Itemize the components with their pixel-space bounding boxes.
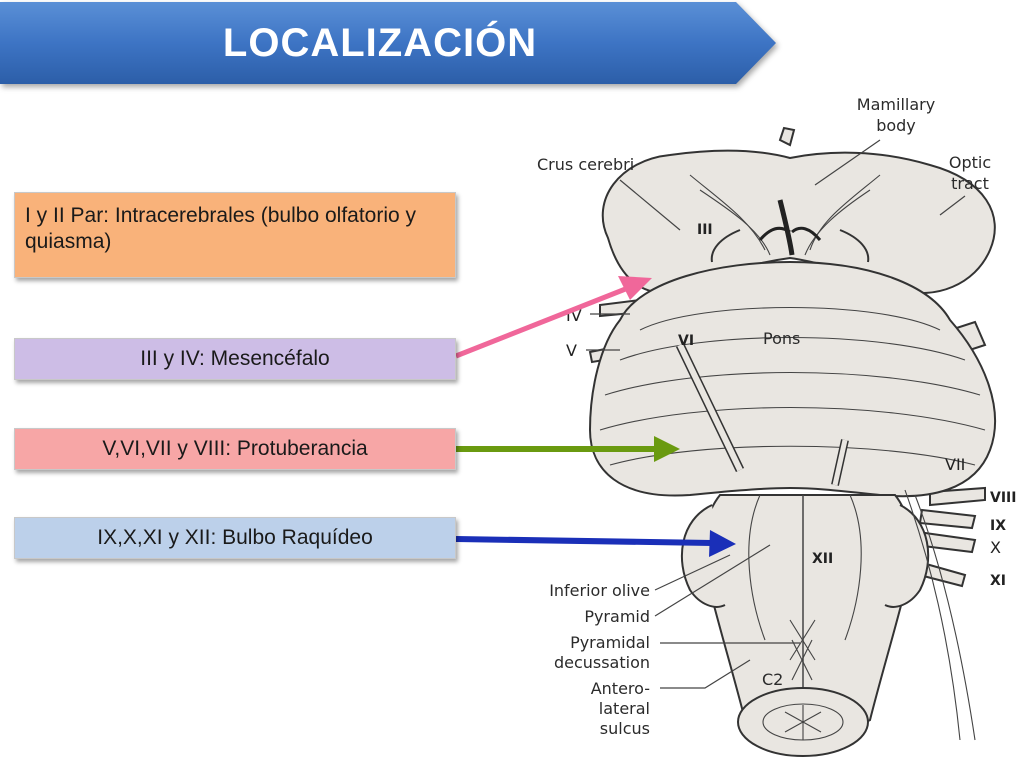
medulla xyxy=(702,494,913,731)
nerve-label-xi: XI xyxy=(990,573,1006,589)
label-crus-cerebri: Crus cerebri xyxy=(537,155,634,174)
box-intracerebrales: I y II Par: Intracerebrales (bulbo olfat… xyxy=(14,192,456,278)
nerve-roots-right xyxy=(588,126,987,588)
nerve-label-viii: VIII xyxy=(990,490,1016,506)
nerve-label-iii: III xyxy=(697,222,713,238)
label-optic-2: tract xyxy=(951,174,989,193)
nerve-label-ix: IX xyxy=(990,518,1006,534)
box-mesencefalo-text: III y IV: Mesencéfalo xyxy=(140,347,330,370)
nerve-label-iv: IV xyxy=(566,306,582,325)
label-pyramidal-decussation-1: Pyramidal xyxy=(570,633,650,652)
arrow-bulbo xyxy=(455,530,736,557)
label-antero-lateral-1: Antero- xyxy=(591,679,650,698)
nerve-label-v: V xyxy=(566,341,577,360)
label-pyramidal-decussation-2: decussation xyxy=(554,653,650,672)
banner-arrow-shape xyxy=(0,2,776,84)
page-title: LOCALIZACIÓN xyxy=(222,20,538,65)
nerve-label-xii: XII xyxy=(812,551,833,567)
label-inferior-olive: Inferior olive xyxy=(549,581,650,600)
pons xyxy=(588,260,997,498)
label-antero-lateral-2: lateral xyxy=(599,699,650,718)
box-mesencefalo: III y IV: Mesencéfalo xyxy=(14,338,456,380)
box-intracerebrales-text: I y II Par: Intracerebrales (bulbo olfat… xyxy=(25,204,417,253)
label-mamillary-2: body xyxy=(876,116,916,135)
nerve-label-x: X xyxy=(990,538,1001,557)
label-pyramid: Pyramid xyxy=(584,607,650,626)
title-banner: LOCALIZACIÓN xyxy=(0,0,780,86)
box-protuberancia: V,VI,VII y VIII: Protuberancia xyxy=(14,428,456,470)
cerebral-peduncles xyxy=(601,149,996,295)
box-protuberancia-text: V,VI,VII y VIII: Protuberancia xyxy=(102,437,368,460)
spinal-cord-section xyxy=(737,687,869,757)
box-bulbo-text: IX,X,XI y XII: Bulbo Raquídeo xyxy=(97,526,373,549)
box-bulbo: IX,X,XI y XII: Bulbo Raquídeo xyxy=(14,517,456,559)
label-c2: C2 xyxy=(762,670,783,689)
nerve-label-vi: VI xyxy=(678,333,694,349)
arrow-protuberancia xyxy=(456,436,680,462)
label-mamillary-1: Mamillary xyxy=(857,95,935,114)
label-optic-1: Optic xyxy=(949,153,991,172)
label-pons: Pons xyxy=(763,329,800,348)
arrow-mesencefalo xyxy=(455,276,652,359)
label-antero-lateral-3: sulcus xyxy=(600,719,650,738)
nerve-label-vii: VII xyxy=(945,455,965,474)
